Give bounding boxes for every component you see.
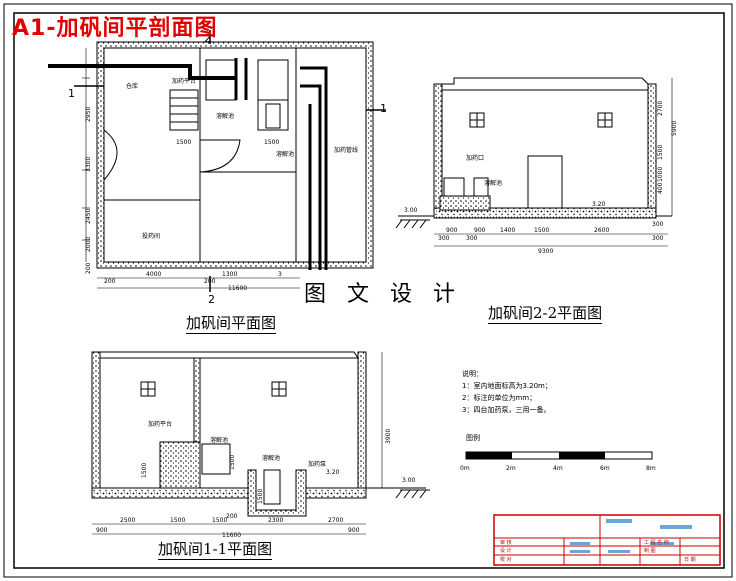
plan-dim-bottom-5: 3 <box>278 271 282 278</box>
s11-dim-inner-2: 1500 <box>229 455 236 470</box>
scale-tick-4: 8m <box>646 465 656 472</box>
notes-heading: 说明： <box>462 370 483 378</box>
plan-dim-inner-1: 1500 <box>176 139 191 146</box>
s22-dim-right-1: 2700 <box>657 101 664 116</box>
s22-dim-bottom-8: 300 <box>652 235 664 242</box>
section-1-1-view <box>91 351 426 535</box>
s22-dim-bottom-2: 900 <box>446 227 458 234</box>
s11-dim-bottom-2: 1500 <box>170 517 185 524</box>
notes: 说明： 1：室内地面标高为3.20m； 2：标注的单位为mm； 3：四台加药泵，… <box>462 368 552 416</box>
s11-dim-left: 900 <box>96 527 108 534</box>
scale-tick-3: 6m <box>600 465 610 472</box>
scale-bar <box>465 451 653 460</box>
s22-dim-right-6: 300 <box>652 221 664 228</box>
s11-dim-total: 11600 <box>222 532 241 539</box>
plan-label-2: 溶解池 <box>276 150 294 158</box>
plan-room-4: 加药管线 <box>334 146 358 154</box>
s11-elev-1: 3.00 <box>402 477 416 484</box>
s22-label-1: 加药口 <box>466 154 484 162</box>
s11-label-3: 溶解池 <box>262 454 280 462</box>
caption-section-11: 加矾间1-1平面图 <box>158 540 273 560</box>
tb-cell-6: 日 期 <box>684 557 696 563</box>
plan-dim-inner-2: 1500 <box>264 139 279 146</box>
plan-label-1: 加药平台 <box>172 77 196 85</box>
section-2-2-view <box>398 77 673 247</box>
s22-dim-right-3: 1500 <box>657 145 664 160</box>
scale-tick-0: 0m <box>460 465 470 472</box>
s11-dim-bottom-3: 1500 <box>212 517 227 524</box>
s11-dim-bottom-4: 2300 <box>268 517 283 524</box>
tb-cell-1: 工 程 名 称 <box>644 539 669 546</box>
plan-view <box>48 30 386 292</box>
s11-elev-3: 200 <box>226 513 238 520</box>
plan-room-3: 投药间 <box>142 232 160 240</box>
s22-elev-1: 3.00 <box>404 207 418 214</box>
plan-mark-2-bottom: 2 <box>208 293 215 306</box>
note-1: 1：室内地面标高为3.20m； <box>462 382 552 390</box>
outer-border <box>3 3 733 578</box>
s22-dim-right-2: 5900 <box>671 121 678 136</box>
caption-section-22: 加矾间2-2平面图 <box>488 304 603 324</box>
plan-room-2: 溶解池 <box>216 112 234 120</box>
plan-dim-bottom-2: 4000 <box>146 271 161 278</box>
s11-dim-bottom-1: 2500 <box>120 517 135 524</box>
tb-cell-3: 设 计 <box>500 547 512 554</box>
s11-label-1: 加药平台 <box>148 420 172 428</box>
note-3: 3：四台加药泵，三用一备。 <box>462 406 551 414</box>
plan-dim-total: 11600 <box>228 285 247 292</box>
s11-label-4: 加药泵 <box>308 460 326 468</box>
note-2: 2：标注的单位为mm； <box>462 394 537 402</box>
plan-dim-bottom-1: 200 <box>104 278 116 285</box>
drawing-title: A1-加矾间平剖面图 <box>12 16 218 41</box>
s22-dim-right-5: 400 <box>657 182 664 194</box>
watermark: 图 文 设 计 <box>300 276 466 308</box>
s22-label-2: 溶解池 <box>484 179 502 187</box>
s22-dim-bottom-5: 1400 <box>500 227 515 234</box>
s22-dim-bottom-4: 900 <box>474 227 486 234</box>
ground-symbol <box>395 219 430 499</box>
s22-dim-bottom-7: 2600 <box>594 227 609 234</box>
tb-cell-5: 制 图 <box>644 547 656 554</box>
s22-dim-bottom-3: 300 <box>466 235 478 242</box>
caption-plan: 加矾间平面图 <box>186 314 277 334</box>
s22-dim-bottom-6: 1500 <box>534 227 549 234</box>
s11-dim-inner-3: 1500 <box>257 489 264 504</box>
plan-dim-left-5: 200 <box>85 262 92 274</box>
inner-border <box>13 12 725 569</box>
title-block <box>493 514 721 566</box>
s22-elev-2: 3.20 <box>592 201 606 208</box>
tb-cell-4: 校 对 <box>500 556 512 563</box>
s11-dim-right: 3900 <box>385 429 392 444</box>
scale-tick-2: 4m <box>553 465 563 472</box>
s11-dim-right-end: 900 <box>348 527 360 534</box>
plan-dim-bottom-3: 200 <box>204 278 216 285</box>
tb-cell-2: 审 核 <box>500 539 512 546</box>
plan-dim-left-1: 2950 <box>85 107 92 122</box>
plan-room-1: 仓库 <box>126 82 138 90</box>
plan-dim-bottom-4: 1300 <box>222 271 237 278</box>
s11-dim-inner-1: 1500 <box>141 463 148 478</box>
plan-mark-1-right: 1 <box>380 102 387 115</box>
s22-dim-right-4: 1000 <box>657 167 664 182</box>
plan-dim-left-3: 2450 <box>85 209 92 224</box>
s11-dim-bottom-5: 2700 <box>328 517 343 524</box>
s11-label-2: 溶解池 <box>210 436 228 444</box>
plan-dim-left-2: 3300 <box>85 157 92 172</box>
s22-dim-total: 9300 <box>538 248 553 255</box>
plan-dim-left-4: 2000 <box>85 237 92 252</box>
plan-mark-1-left: 1 <box>68 87 75 100</box>
s22-dim-bottom-1: 300 <box>438 235 450 242</box>
s11-elev-2: 3.20 <box>326 469 340 476</box>
scale-label: 图例 <box>466 433 480 442</box>
plan-mark-2-top: 2 <box>204 32 211 45</box>
scale-tick-1: 2m <box>506 465 516 472</box>
